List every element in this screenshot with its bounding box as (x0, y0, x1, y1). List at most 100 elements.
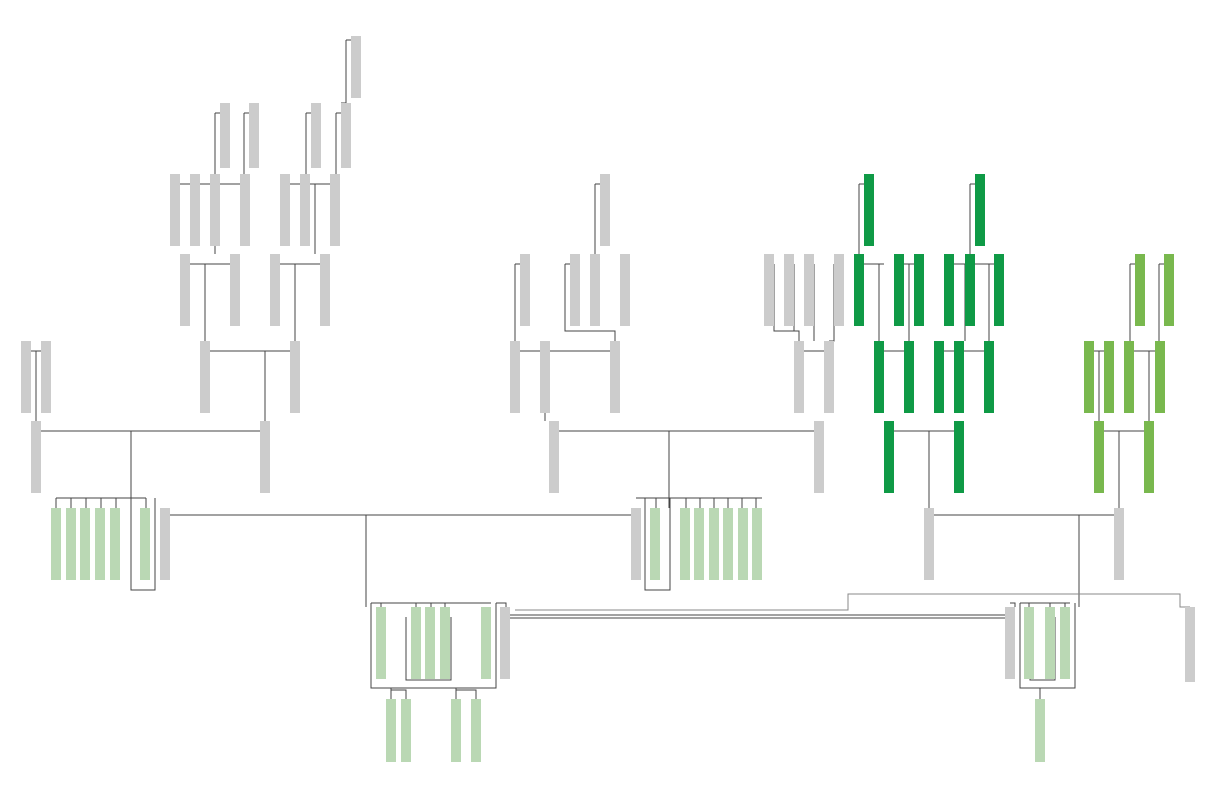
person-node-pale-green[interactable] (680, 508, 690, 580)
person-node-grey[interactable] (631, 508, 641, 580)
person-node-grey[interactable] (500, 607, 510, 679)
person-node-grey[interactable] (600, 174, 610, 246)
person-node-grey[interactable] (249, 103, 259, 168)
person-node-mid-green[interactable] (1094, 421, 1104, 493)
person-node-grey[interactable] (31, 421, 41, 493)
person-node-mid-green[interactable] (1104, 341, 1114, 413)
person-node-mid-green[interactable] (1144, 421, 1154, 493)
person-node-dark-green[interactable] (975, 174, 985, 246)
person-node-grey[interactable] (160, 508, 170, 580)
person-node-pale-green[interactable] (471, 699, 481, 762)
person-node-grey[interactable] (764, 254, 774, 326)
person-node-grey[interactable] (21, 341, 31, 413)
person-node-grey[interactable] (170, 174, 180, 246)
person-node-grey[interactable] (540, 341, 550, 413)
person-node-grey[interactable] (270, 254, 280, 326)
person-node-dark-green[interactable] (854, 254, 864, 326)
person-node-pale-green[interactable] (723, 508, 733, 580)
person-node-grey[interactable] (620, 254, 630, 326)
person-node-pale-green[interactable] (1024, 607, 1034, 679)
person-node-grey[interactable] (280, 174, 290, 246)
person-node-grey[interactable] (824, 341, 834, 413)
person-node-grey[interactable] (834, 254, 844, 326)
person-node-pale-green[interactable] (1045, 607, 1055, 679)
person-node-mid-green[interactable] (1124, 341, 1134, 413)
person-node-pale-green[interactable] (451, 699, 461, 762)
person-node-mid-green[interactable] (1135, 254, 1145, 326)
person-node-dark-green[interactable] (884, 421, 894, 493)
person-node-dark-green[interactable] (984, 341, 994, 413)
person-node-grey[interactable] (570, 254, 580, 326)
person-node-grey[interactable] (230, 254, 240, 326)
person-node-grey[interactable] (41, 341, 51, 413)
person-node-pale-green[interactable] (140, 508, 150, 580)
person-node-grey[interactable] (549, 421, 559, 493)
connector-line (496, 602, 507, 607)
person-node-grey[interactable] (290, 341, 300, 413)
person-node-pale-green[interactable] (425, 607, 435, 679)
person-node-grey[interactable] (341, 103, 351, 168)
person-node-grey[interactable] (520, 254, 530, 326)
person-node-pale-green[interactable] (80, 508, 90, 580)
person-node-pale-green[interactable] (694, 508, 704, 580)
person-node-pale-green[interactable] (738, 508, 748, 580)
person-node-dark-green[interactable] (944, 254, 954, 326)
person-node-grey[interactable] (311, 103, 321, 168)
person-node-grey[interactable] (1114, 508, 1124, 580)
person-node-grey[interactable] (240, 174, 250, 246)
person-node-grey[interactable] (200, 341, 210, 413)
person-node-mid-green[interactable] (1084, 341, 1094, 413)
person-node-grey[interactable] (924, 508, 934, 580)
person-node-dark-green[interactable] (954, 421, 964, 493)
person-node-grey[interactable] (804, 254, 814, 326)
person-node-mid-green[interactable] (1164, 254, 1174, 326)
person-node-pale-green[interactable] (386, 699, 396, 762)
person-node-grey[interactable] (220, 103, 230, 168)
person-node-grey[interactable] (180, 254, 190, 326)
person-node-pale-green[interactable] (51, 508, 61, 580)
person-node-grey[interactable] (351, 36, 361, 98)
person-node-grey[interactable] (210, 174, 220, 246)
person-node-pale-green[interactable] (1060, 607, 1070, 679)
person-node-dark-green[interactable] (934, 341, 944, 413)
person-node-grey[interactable] (610, 341, 620, 413)
person-node-grey[interactable] (300, 174, 310, 246)
person-node-grey[interactable] (510, 341, 520, 413)
person-node-grey[interactable] (260, 421, 270, 493)
person-node-pale-green[interactable] (411, 607, 421, 679)
person-node-pale-green[interactable] (66, 508, 76, 580)
person-node-grey[interactable] (784, 254, 794, 326)
connector-line (515, 593, 1190, 611)
person-node-grey[interactable] (190, 174, 200, 246)
person-node-pale-green[interactable] (481, 607, 491, 679)
person-node-pale-green[interactable] (95, 508, 105, 580)
person-node-dark-green[interactable] (904, 341, 914, 413)
person-node-pale-green[interactable] (440, 607, 450, 679)
person-node-grey[interactable] (590, 254, 600, 326)
person-node-pale-green[interactable] (1035, 699, 1045, 762)
person-node-dark-green[interactable] (874, 341, 884, 413)
person-node-dark-green[interactable] (954, 341, 964, 413)
person-node-grey[interactable] (1005, 607, 1015, 679)
person-node-dark-green[interactable] (894, 254, 904, 326)
person-node-grey[interactable] (794, 341, 804, 413)
person-node-pale-green[interactable] (401, 699, 411, 762)
person-node-pale-green[interactable] (110, 508, 120, 580)
person-node-grey[interactable] (1185, 607, 1195, 682)
person-node-grey[interactable] (330, 174, 340, 246)
person-node-dark-green[interactable] (864, 174, 874, 246)
person-node-grey[interactable] (320, 254, 330, 326)
person-node-pale-green[interactable] (650, 508, 660, 580)
person-node-dark-green[interactable] (914, 254, 924, 326)
person-node-dark-green[interactable] (965, 254, 975, 326)
person-node-pale-green[interactable] (376, 607, 386, 679)
connector-line (456, 689, 477, 699)
person-node-pale-green[interactable] (752, 508, 762, 580)
person-node-grey[interactable] (814, 421, 824, 493)
tree-nodes (21, 36, 1195, 762)
person-node-mid-green[interactable] (1155, 341, 1165, 413)
person-node-dark-green[interactable] (994, 254, 1004, 326)
person-node-pale-green[interactable] (709, 508, 719, 580)
connector-line (130, 498, 156, 591)
